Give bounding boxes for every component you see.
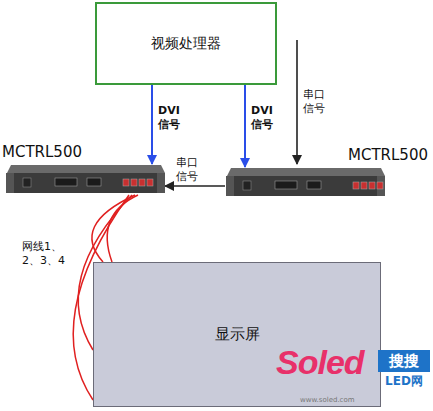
device-ear (6, 173, 14, 193)
device-ear (226, 176, 234, 196)
signal-label: 串口 信号 (303, 88, 329, 116)
connector-line (92, 195, 135, 262)
device-ear (157, 173, 165, 193)
controller-unit: MCTRL500 (2, 143, 167, 198)
edge-label: 网线1、 2、3、4 (22, 240, 73, 268)
device-front (6, 173, 165, 193)
processor-box: 视频处理器 (95, 2, 277, 85)
device-top (227, 168, 385, 176)
display-screen: 显示屏 (93, 262, 381, 407)
controller-illustration (225, 168, 385, 198)
watermark-badge: 搜搜 (378, 350, 430, 372)
signal-arrow (152, 85, 153, 164)
power-switch (243, 181, 251, 190)
dvi-port (275, 181, 297, 189)
device-ear (377, 176, 385, 196)
dvi-port (55, 178, 77, 186)
network-port (361, 182, 367, 189)
serial-input-arrow (296, 40, 298, 164)
watermark-url: www.soled.com (300, 396, 355, 405)
connector-line (151, 85, 153, 164)
serial-port (87, 178, 101, 186)
device-front (226, 176, 385, 196)
network-port (369, 182, 375, 189)
node-label: MCTRL500 (2, 143, 82, 161)
watermark-text: LED网 (378, 373, 430, 389)
connector-line (244, 85, 246, 167)
signal-arrow (165, 186, 225, 187)
node-label: MCTRL500 (348, 146, 428, 164)
edge-label: DVI 信号 (251, 104, 277, 132)
network-port (377, 182, 383, 189)
power-switch (23, 178, 31, 187)
network-port (147, 179, 153, 186)
edge-label: DVI 信号 (158, 104, 184, 132)
controller-unit: MCTRL500 (222, 146, 430, 200)
edge-label: 串口 信号 (176, 156, 202, 184)
network-port (353, 182, 359, 189)
network-port (123, 179, 129, 186)
network-port (139, 179, 145, 186)
serial-port (307, 181, 321, 189)
controller-body (5, 165, 165, 195)
node-label: 显示屏 (215, 325, 260, 344)
controller-illustration (5, 165, 165, 195)
signal-arrow (245, 85, 246, 167)
device-top (7, 165, 165, 173)
network-port (131, 179, 137, 186)
watermark-logo: Soled (276, 342, 364, 382)
controller-body (225, 168, 385, 198)
connector-line (165, 185, 225, 187)
node-label: 视频处理器 (151, 35, 221, 53)
connector-line (107, 195, 138, 262)
